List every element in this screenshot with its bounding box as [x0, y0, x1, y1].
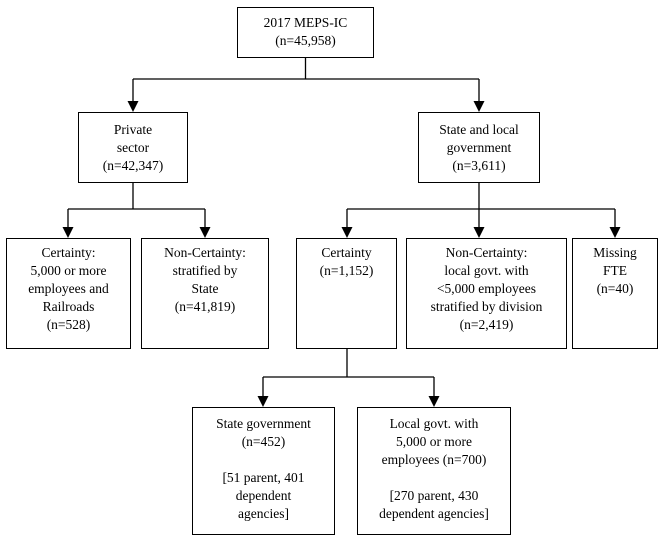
node-missing-fte: Missing FTE (n=40): [572, 238, 658, 349]
node-certainty-government: Certainty (n=1,152): [296, 238, 397, 349]
node-certainty-private-sector: Certainty: 5,000 or more employees and R…: [6, 238, 131, 349]
node-non-certainty-local-govt: Non-Certainty: local govt. with <5,000 e…: [406, 238, 567, 349]
node-2017-meps-ic: 2017 MEPS-IC (n=45,958): [237, 7, 374, 58]
node-local-government: Local govt. with 5,000 or more employees…: [357, 407, 511, 535]
node-state-and-local-government: State and local government (n=3,611): [418, 112, 540, 183]
node-state-government: State government (n=452) [51 parent, 401…: [192, 407, 335, 535]
node-non-certainty-stratified-by-state: Non-Certainty: stratified by State (n=41…: [141, 238, 269, 349]
node-private-sector: Private sector (n=42,347): [78, 112, 188, 183]
